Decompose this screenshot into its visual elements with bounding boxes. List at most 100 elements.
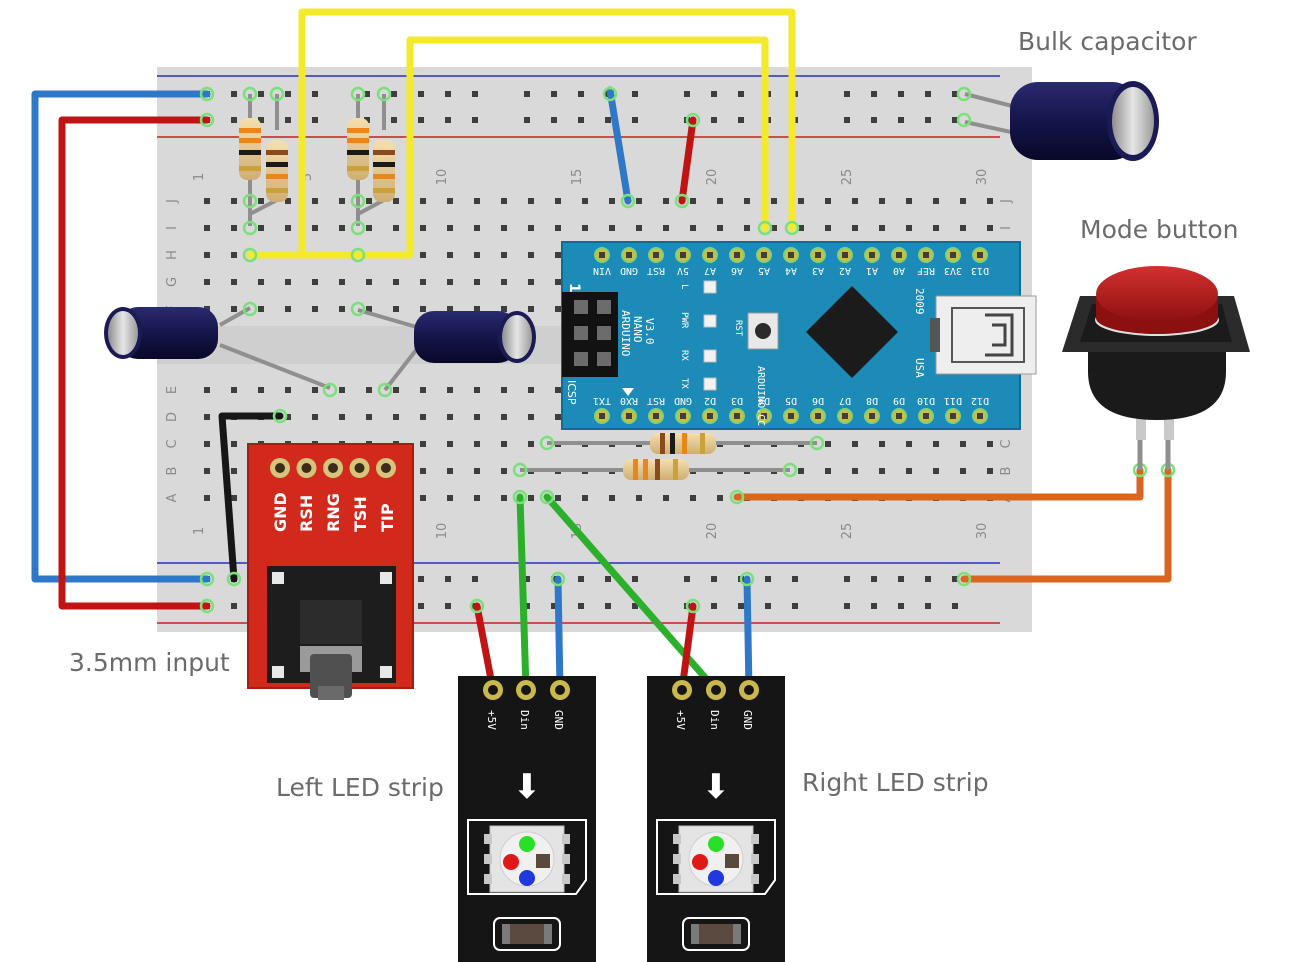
breadboard-hole [366,387,372,393]
breadboard-hole [393,387,399,393]
rail-hole [765,576,771,582]
breadboard-hole [366,414,372,420]
arduino-name-line-1: ARDUINO [619,310,632,356]
breadboard-hole [798,225,804,231]
col-label-10-bottom: 10 [435,523,450,540]
arduino-top-pin-label: RST [647,265,665,276]
connection-highlight [956,571,972,587]
rail-hole [952,576,958,582]
breadboard-hole [420,441,426,447]
button-cap[interactable] [1096,266,1218,322]
breadboard-hole [447,414,453,420]
audio-jack-connector-icon [267,566,396,700]
arduino-bottom-pin-hole [680,413,686,419]
breadboard-hole [393,198,399,204]
rail-hole [605,603,611,609]
breadboard-hole [204,279,210,285]
arduino-bottom-pin-hole [599,413,605,419]
breadboard-hole [528,387,534,393]
row-label-i-left: I [165,226,180,230]
row-label-j-right: J [999,199,1014,204]
breadboard-hole [987,468,993,474]
breadboard-hole [447,441,453,447]
breadboard-hole [285,225,291,231]
rail-hole [231,117,237,123]
breadboard-hole [474,252,480,258]
arduino-top-pin-hole [842,252,848,258]
connection-highlight [242,193,258,209]
breadboard-hole [339,387,345,393]
breadboard-hole [474,198,480,204]
row-label-b-right: B [999,467,1014,476]
jack-pad-hole [275,463,285,473]
arduino-top-pin-label: A6 [731,265,743,276]
rail-hole [925,576,931,582]
arduino-bottom-pin-hole [923,413,929,419]
arduino-top-pin-label: A3 [812,265,824,276]
breadboard-hole [501,468,507,474]
jack-pad-hole [328,463,338,473]
breadboard-hole [501,414,507,420]
breadboard-hole [231,198,237,204]
usb-port-icon [951,307,1025,363]
breadboard-hole [393,306,399,312]
breadboard-hole [312,306,318,312]
breadboard-hole [204,495,210,501]
jack-pad-hole [301,463,312,473]
breadboard-hole [987,441,993,447]
breadboard-hole [393,279,399,285]
rail-hole [418,603,424,609]
breadboard-hole [204,306,210,312]
breadboard-hole [258,198,264,204]
arduino-top-pin-hole [707,252,713,258]
bulk-capacitor-label: Bulk capacitor [1018,27,1197,56]
breadboard-hole [744,225,750,231]
rail-hole [472,91,478,97]
breadboard-hole [231,225,237,231]
breadboard-hole [312,225,318,231]
breadboard-hole [204,387,210,393]
resistor-r2 [249,94,288,216]
arduino-top-pin-label: A4 [785,265,797,276]
right-strip-arrow-icon: ⬇ [702,767,731,807]
reset-label: RST [733,320,743,337]
arduino-bottom-pin-hole [626,413,632,419]
breadboard-hole [852,198,858,204]
breadboard-hole [339,414,345,420]
rail-hole [551,576,557,582]
breadboard-hole [285,387,291,393]
button-body [1088,340,1226,420]
breadboard-hole [717,198,723,204]
breadboard-hole [258,306,264,312]
breadboard-hole [312,414,318,420]
wire-blue-rail [31,90,211,583]
col-label-20-bottom: 20 [705,523,720,540]
breadboard-hole [636,225,642,231]
breadboard-hole [474,306,480,312]
breadboard-hole [636,495,642,501]
resistor-r3 [347,94,369,226]
wires [31,8,1172,694]
mode-button[interactable] [1062,266,1250,470]
rail-hole [418,576,424,582]
breadboard-hole [555,198,561,204]
rail-hole [605,117,611,123]
arduino-bottom-pin-label: RX0 [620,395,638,406]
connection-highlight [685,112,701,128]
bulk-capacitor [1010,81,1159,161]
breadboard-hole [339,279,345,285]
rail-hole [711,576,717,582]
connection-highlight [242,247,258,263]
arduino-bottom-pin-hole [896,413,902,419]
row-label-d-left: D [165,412,180,422]
arduino-bottom-pin-label: RST [647,395,665,406]
arduino-top-pin-hole [869,252,875,258]
right-led-strip: +5V Din GND ⬇ [647,676,785,962]
rail-hole [551,91,557,97]
breadboard-hole [987,225,993,231]
breadboard-hole [744,198,750,204]
board-origin: USA [913,358,926,378]
breadboard-hole [528,306,534,312]
breadboard-hole [555,387,561,393]
